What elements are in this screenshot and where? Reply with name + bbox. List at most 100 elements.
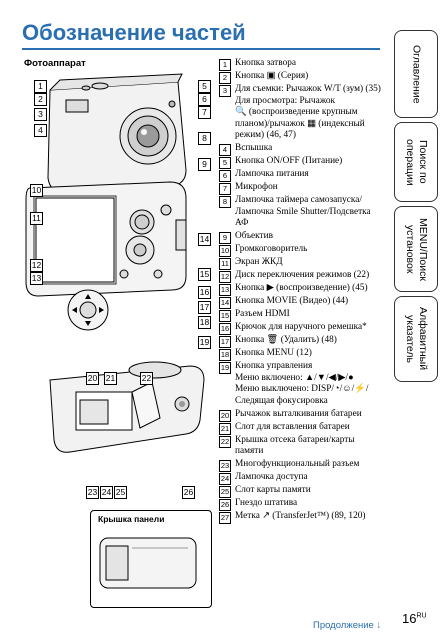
part-description: Многофункциональный разъем <box>235 459 360 469</box>
callout-22: 22 <box>140 372 153 385</box>
callout-19: 19 <box>198 336 211 349</box>
part-description: Кнопка MOVIE (Видео) (44) <box>235 296 349 306</box>
part-number-badge: 7 <box>219 183 231 195</box>
part-item: 9 Объектив <box>219 231 391 244</box>
callout-15: 15 <box>198 268 211 281</box>
part-number-badge: 18 <box>219 349 231 361</box>
part-description: Кнопка ON/OFF (Питание) <box>235 156 343 166</box>
title-underline <box>22 48 380 50</box>
continued-label: Продолжение <box>313 620 374 631</box>
callout-20: 20 <box>86 372 99 385</box>
part-description: Экран ЖКД <box>235 257 283 267</box>
callout-13: 13 <box>30 272 43 285</box>
arrow-down-icon: ↓ <box>376 620 382 631</box>
part-item: 14 Кнопка MOVIE (Видео) (44) <box>219 296 391 309</box>
part-item: 8 Лампочка таймера самозапуска/ Лампочка … <box>219 195 391 230</box>
part-number-badge: 2 <box>219 72 231 84</box>
part-item: 15 Разъем HDMI <box>219 309 391 322</box>
part-number-badge: 20 <box>219 409 231 422</box>
part-description: Лампочка питания <box>235 169 309 179</box>
part-number-badge: 5 <box>219 157 231 169</box>
part-number-badge: 12 <box>219 271 231 283</box>
callout-21: 21 <box>104 372 117 385</box>
part-number-badge: 14 <box>219 297 231 309</box>
tab-contents[interactable]: Оглавление <box>394 30 438 118</box>
part-description: Лампочка таймера самозапуска/ Лампочка S… <box>235 195 371 228</box>
callout-25: 25 <box>114 486 127 499</box>
part-number-badge: 23 <box>219 460 231 472</box>
callout-8: 8 <box>198 132 211 145</box>
continued-link[interactable]: Продолжение ↓ <box>313 620 381 631</box>
page-title: Обозначение частей <box>22 20 246 45</box>
part-description: Разъем HDMI <box>235 309 290 319</box>
part-item: 20 Рычажок выталкивания батареи <box>219 408 391 422</box>
part-number-badge: 1 <box>219 59 231 71</box>
camera-front-illustration <box>47 73 187 193</box>
callout-5: 5 <box>198 80 211 93</box>
callout-6: 6 <box>198 93 211 106</box>
part-description: Кнопка ▶ (воспроизведение) (45) <box>235 283 368 293</box>
part-description: Гнездо штатива <box>235 498 298 508</box>
callout-4: 4 <box>34 124 47 137</box>
part-number-badge: 10 <box>219 245 231 257</box>
part-number-badge: 21 <box>219 422 231 435</box>
part-item: 17 Кнопка 🗑 (Удалить) (48) <box>219 335 391 348</box>
section-label: Фотоаппарат <box>24 58 86 69</box>
callout-7: 7 <box>198 106 211 119</box>
callout-24: 24 <box>100 486 113 499</box>
callout-23: 23 <box>86 486 99 499</box>
part-number-badge: 17 <box>219 336 231 348</box>
tab-contents-label: Оглавление <box>410 44 423 104</box>
tab-search-by-operation[interactable]: Поиск по операции <box>394 122 438 202</box>
part-description: Микрофон <box>235 182 278 192</box>
page-number-suffix: RU <box>416 612 427 620</box>
part-description: Диск переключения режимов (22) <box>235 270 370 280</box>
part-description: Для съемки: Рычажок W/T (зум) (35) Для п… <box>235 84 381 140</box>
tab-menu-settings-search-label: MENU/Поиск установок <box>404 217 429 281</box>
part-item: 13 Кнопка ▶ (воспроизведение) (45) <box>219 283 391 296</box>
part-item: 10 Громкоговоритель <box>219 244 391 257</box>
part-number-badge: 19 <box>219 362 231 374</box>
callout-10: 10 <box>30 184 43 197</box>
part-number-badge: 9 <box>219 232 231 244</box>
tab-index[interactable]: Алфавитный указатель <box>394 296 438 382</box>
callout-16: 16 <box>198 286 211 299</box>
part-description: Кнопка 🗑 (Удалить) (48) <box>235 335 337 345</box>
part-description: Лампочка доступа <box>235 472 308 482</box>
part-description: Рычажок выталкивания батареи <box>235 408 362 419</box>
panel-cover-drawing <box>99 537 197 589</box>
callout-11: 11 <box>30 212 43 225</box>
page-number: 16RU <box>402 611 427 626</box>
callout-26: 26 <box>182 486 195 499</box>
part-item: 25 Слот карты памяти <box>219 485 391 498</box>
part-number-badge: 25 <box>219 486 231 498</box>
part-description: Объектив <box>235 231 273 241</box>
tab-menu-settings-search[interactable]: MENU/Поиск установок <box>394 206 438 292</box>
callout-2: 2 <box>34 93 47 106</box>
part-number-badge: 27 <box>219 512 231 524</box>
callout-9: 9 <box>198 158 211 171</box>
part-description: Слот карты памяти <box>235 485 311 495</box>
part-number-badge: 15 <box>219 310 231 322</box>
part-description: Громкоговоритель <box>235 244 308 254</box>
part-number-badge: 22 <box>219 435 231 448</box>
tab-index-label: Алфавитный указатель <box>404 307 429 371</box>
part-number-badge: 8 <box>219 196 231 208</box>
part-number-badge: 13 <box>219 284 231 296</box>
callout-14: 14 <box>198 233 211 246</box>
part-item: 23 Многофункциональный разъем <box>219 459 391 472</box>
part-item: 12 Диск переключения режимов (22) <box>219 270 391 283</box>
